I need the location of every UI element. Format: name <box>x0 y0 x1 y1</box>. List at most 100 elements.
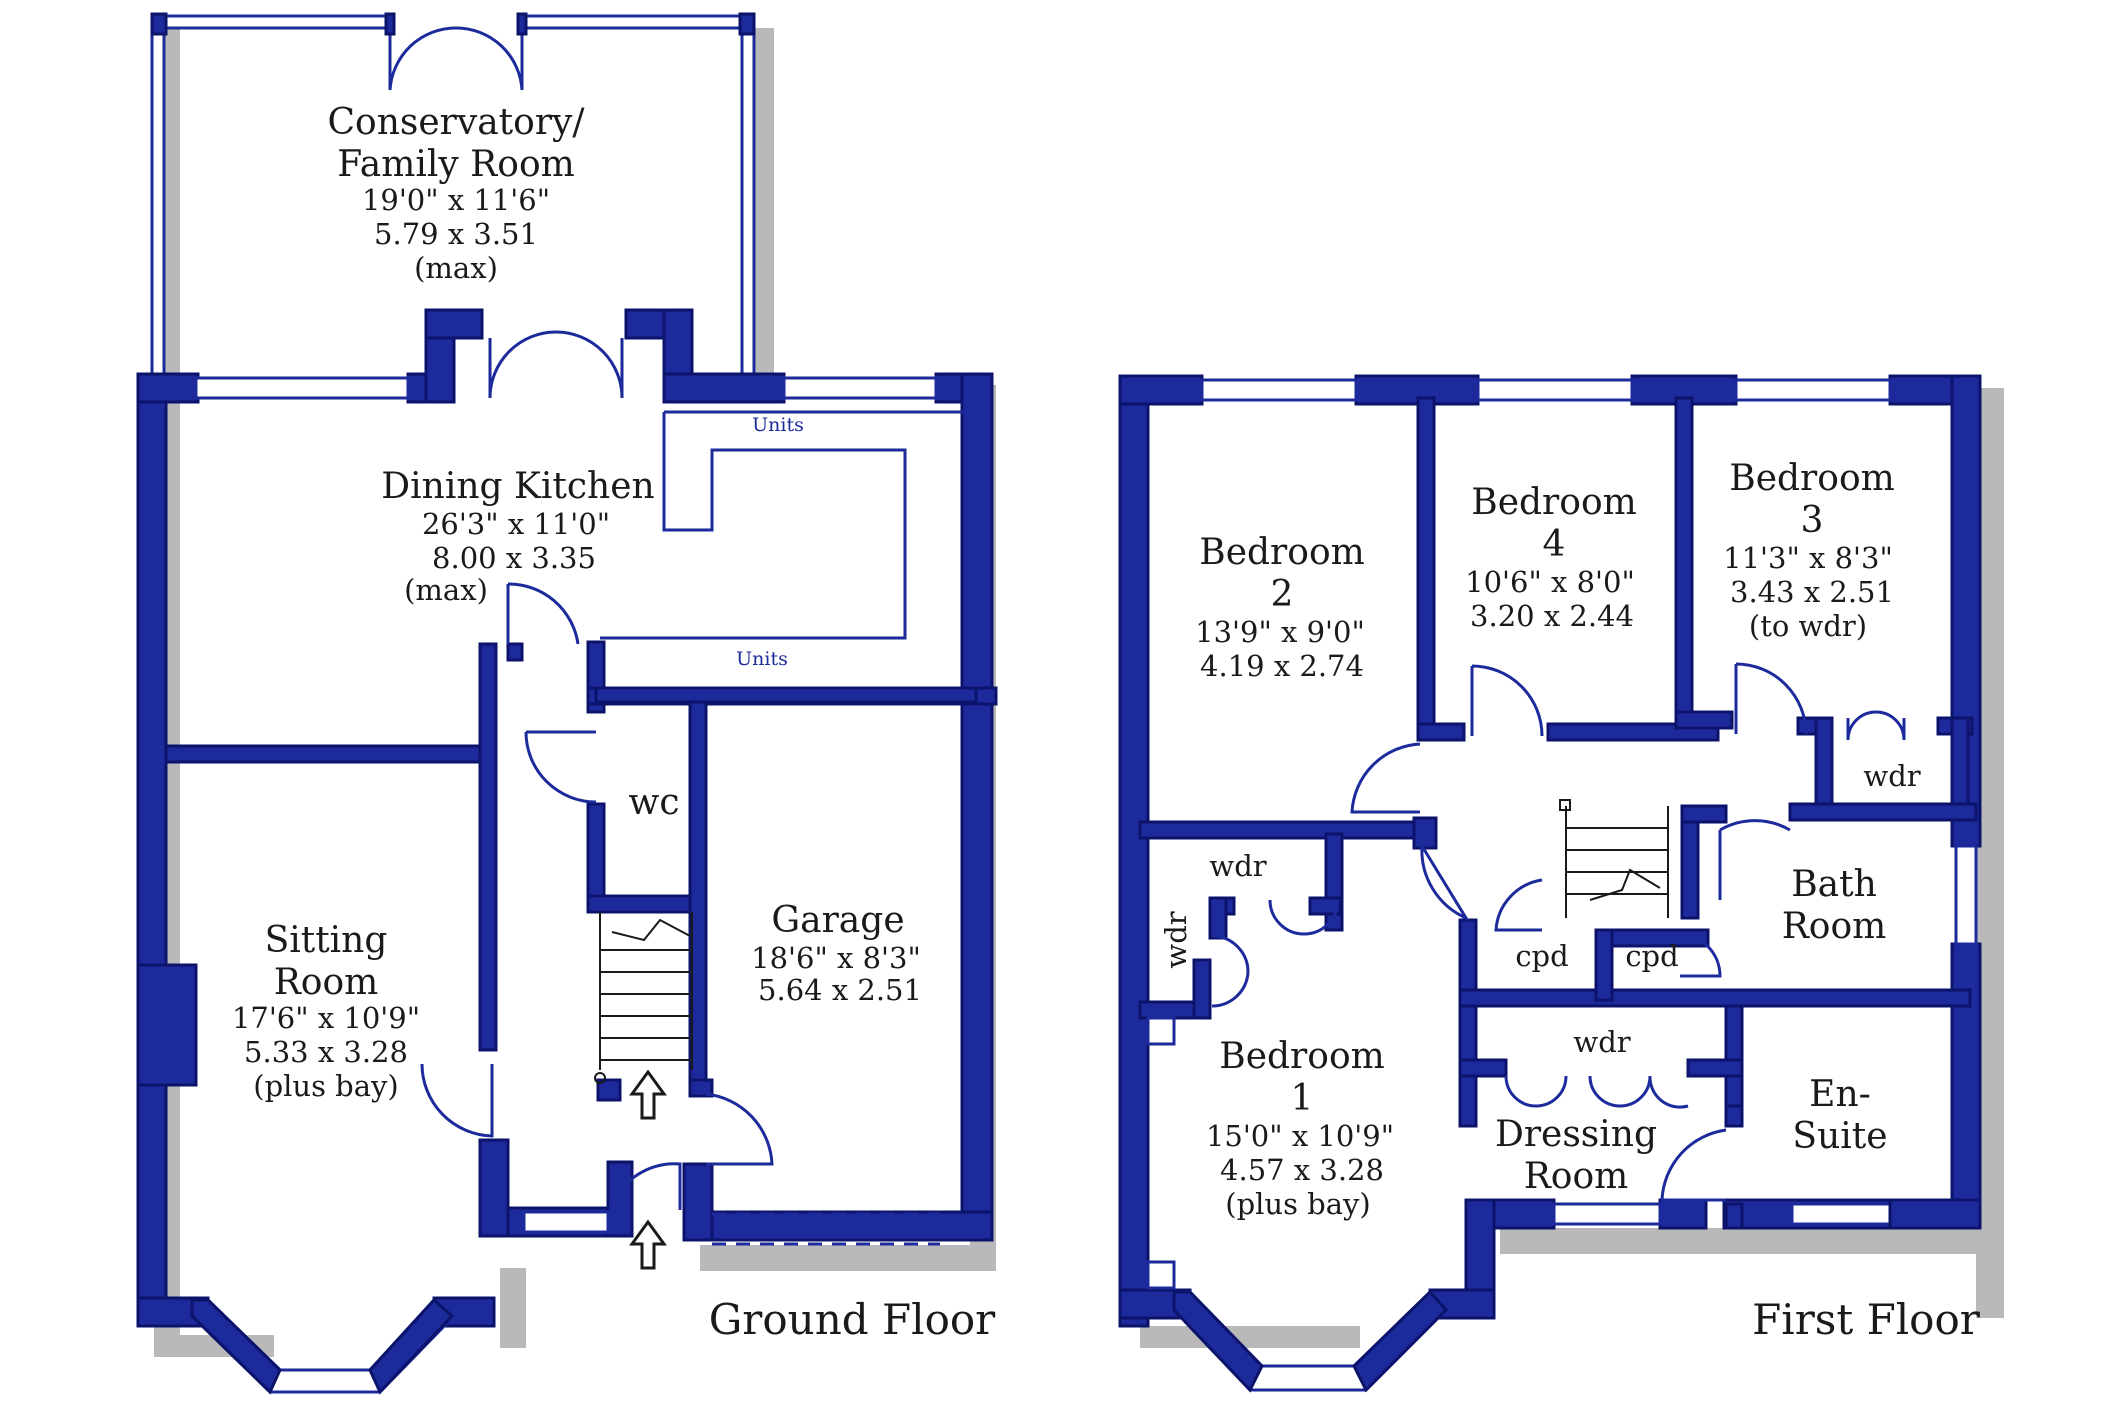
stairs-up-arrow <box>629 1069 667 1120</box>
dining-kitchen-dim-metric: 8.00 x 3.35 <box>432 541 596 575</box>
bedroom3-note: (to wdr) <box>1749 609 1867 643</box>
bedroom4-window <box>1476 378 1634 402</box>
bedroom1-dim-metric: 4.57 x 3.28 <box>1220 1153 1384 1187</box>
dining-kitchen-dim-imperial: 26'3" x 11'0" <box>422 507 610 541</box>
en-suite-name-line1: En- <box>1809 1074 1871 1115</box>
bedroom3-name-line1: Bedroom <box>1729 458 1895 499</box>
wdr-bed1-top: wdr <box>1209 849 1266 883</box>
bedroom1-name-line2: 1 <box>1291 1078 1314 1119</box>
conservatory-name-line1: Conservatory/ <box>327 102 585 143</box>
bed1-wardrobe-top-doors[interactable] <box>1268 899 1340 936</box>
bath-room-name-line1: Bath <box>1791 864 1877 905</box>
first-floor-title: First Floor <box>1752 1295 1981 1344</box>
cpd-left-door[interactable] <box>1494 878 1543 932</box>
en-suite-window-main <box>1790 1202 1892 1226</box>
sitting-room-door-arc[interactable] <box>420 1063 494 1138</box>
bedroom3-window <box>1734 378 1892 402</box>
bedroom4-name-line2: 4 <box>1543 524 1566 565</box>
conservatory-name-line2: Family Room <box>337 144 575 185</box>
first-floor-doors <box>1146 662 1906 1290</box>
bedroom1-dim-imperial: 15'0" x 10'9" <box>1206 1119 1394 1153</box>
cpd-right: cpd <box>1625 939 1678 973</box>
en-suite-name-line2: Suite <box>1792 1116 1887 1157</box>
bedroom2-dim-imperial: 13'9" x 9'0" <box>1195 615 1365 649</box>
dining-kitchen-name: Dining Kitchen <box>381 466 654 507</box>
kitchen-french-door[interactable] <box>488 330 624 399</box>
ground-floor: Units Units Conservatory/ Family Room 19… <box>136 12 998 1395</box>
bed3-wardrobe-doors[interactable] <box>1846 710 1906 741</box>
front-door[interactable] <box>608 1162 682 1210</box>
wdr-bed1-side: wdr <box>1159 911 1193 968</box>
bath-room-name-line2: Room <box>1782 906 1887 947</box>
bathroom-door[interactable] <box>1718 819 1791 900</box>
units-label-bottom: Units <box>736 648 788 670</box>
bedroom2-door[interactable] <box>1350 742 1421 814</box>
bathroom-window <box>1954 844 1978 946</box>
ground-floor-doors <box>420 330 940 1246</box>
bedroom4-dim-imperial: 10'6" x 8'0" <box>1465 565 1635 599</box>
conservatory-window-top-right <box>520 14 746 30</box>
cpd-right-door[interactable] <box>1679 932 1722 978</box>
dressing-room-name-line2: Room <box>1524 1156 1629 1197</box>
sitting-room-name-line1: Sitting <box>265 920 388 961</box>
first-floor-walls <box>1118 374 1982 1393</box>
bedroom3-dim-metric: 3.43 x 2.51 <box>1730 575 1894 609</box>
kitchen-window-left <box>194 376 410 400</box>
wc-door[interactable] <box>524 730 597 804</box>
conservatory-window-left <box>150 12 166 376</box>
bedroom2-window <box>1200 378 1358 402</box>
bedroom2-dim-metric: 4.19 x 2.74 <box>1200 649 1364 683</box>
garage-door-internal[interactable] <box>705 1092 774 1166</box>
conservatory-dim-imperial: 19'0" x 11'6" <box>362 183 550 217</box>
bedroom1-door[interactable] <box>1420 845 1470 922</box>
first-floor: Bedroom 2 13'9" x 9'0" 4.19 x 2.74 Bedro… <box>1118 374 2004 1393</box>
bedroom1-name-line1: Bedroom <box>1219 1036 1385 1077</box>
conservatory-dim-metric: 5.79 x 3.51 <box>374 217 538 251</box>
bed1-wardrobe-side-doors[interactable] <box>1211 934 1250 1008</box>
hall-window <box>522 1210 610 1234</box>
conservatory-window-top-left <box>162 14 391 30</box>
conservatory-window-right <box>740 12 756 376</box>
ground-floor-title: Ground Floor <box>709 1295 996 1344</box>
garage-dim-metric: 5.64 x 2.51 <box>758 973 922 1007</box>
bedroom2-name-line1: Bedroom <box>1199 532 1365 573</box>
garage-dim-imperial: 18'6" x 8'3" <box>751 941 921 975</box>
kitchen-units: Units Units <box>600 410 970 670</box>
bedroom3-dim-imperial: 11'3" x 8'3" <box>1723 541 1893 575</box>
dressing-wardrobe-doors[interactable] <box>1504 1075 1689 1109</box>
garage-name: Garage <box>771 900 904 941</box>
ground-floor-labels: Conservatory/ Family Room 19'0" x 11'6" … <box>232 102 996 1344</box>
bed1-corner-box-top <box>1146 1016 1176 1046</box>
sitting-room-dim-metric: 5.33 x 3.28 <box>244 1035 408 1069</box>
sitting-room-dim-imperial: 17'6" x 10'9" <box>232 1001 420 1035</box>
bedroom3-name-line2: 3 <box>1801 500 1824 541</box>
bedroom3-door[interactable] <box>1734 662 1808 735</box>
bedroom1-note: (plus bay) <box>1225 1187 1370 1221</box>
conservatory-french-door[interactable] <box>388 26 524 91</box>
ground-floor-stairs <box>594 912 693 1084</box>
bedroom4-name-line1: Bedroom <box>1471 482 1637 523</box>
bed1-corner-box-bottom <box>1146 1260 1176 1290</box>
kitchen-window-right <box>782 376 938 400</box>
dressing-room-window <box>1552 1202 1662 1226</box>
bedroom4-dim-metric: 3.20 x 2.44 <box>1470 599 1634 633</box>
entrance-arrow <box>629 1219 667 1270</box>
wdr-bed3: wdr <box>1863 759 1920 793</box>
dining-kitchen-note: (max) <box>404 573 488 607</box>
wdr-dressing: wdr <box>1573 1025 1630 1059</box>
bedroom2-name-line2: 2 <box>1271 574 1294 615</box>
first-floor-stairs <box>1559 799 1669 918</box>
first-floor-labels: Bedroom 2 13'9" x 9'0" 4.19 x 2.74 Bedro… <box>1159 458 1981 1344</box>
dressing-room-name-line1: Dressing <box>1495 1114 1657 1155</box>
conservatory-note: (max) <box>414 251 498 285</box>
bedroom4-door[interactable] <box>1470 664 1544 737</box>
cpd-left: cpd <box>1515 939 1568 973</box>
ground-floor-walls <box>136 308 998 1395</box>
sitting-room-name-line2: Room <box>274 962 379 1003</box>
garage-door[interactable] <box>712 1212 940 1246</box>
en-suite-door[interactable] <box>1660 1128 1727 1202</box>
units-label-top: Units <box>752 414 804 436</box>
wc-name: wc <box>629 782 680 823</box>
conservatory-structure <box>150 12 756 376</box>
kitchen-door[interactable] <box>506 582 580 645</box>
